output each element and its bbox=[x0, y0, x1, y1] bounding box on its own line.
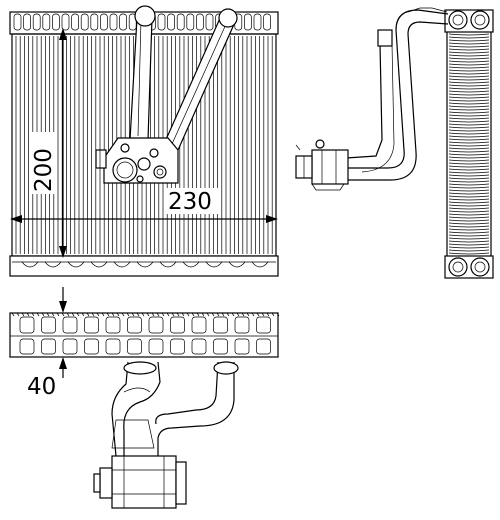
front-bottom-tank bbox=[9, 255, 279, 277]
side-pipes bbox=[345, 7, 449, 181]
side-view bbox=[295, 7, 494, 279]
side-top-cap bbox=[444, 9, 494, 33]
depth-dimension: 40 bbox=[27, 287, 67, 400]
side-core-fins bbox=[448, 33, 490, 255]
top-view-fitting bbox=[93, 455, 187, 509]
side-bottom-cap bbox=[444, 255, 494, 279]
front-pipes bbox=[129, 5, 238, 151]
height-dimension-label: 200 bbox=[31, 148, 57, 192]
top-view-pipes bbox=[111, 361, 239, 457]
front-bottom-tank-bumps bbox=[21, 261, 269, 268]
height-dimension: 200 bbox=[29, 28, 67, 258]
side-fitting bbox=[295, 139, 349, 191]
top-view-tube-cells bbox=[11, 312, 280, 355]
depth-dimension-label: 40 bbox=[27, 374, 56, 400]
width-dimension: 230 bbox=[10, 188, 278, 223]
top-view-core bbox=[9, 312, 279, 358]
width-dimension-label: 230 bbox=[168, 189, 212, 215]
top-view: 40 bbox=[9, 287, 280, 509]
front-view: 200 230 bbox=[9, 5, 279, 277]
expansion-valve-block bbox=[95, 137, 179, 184]
